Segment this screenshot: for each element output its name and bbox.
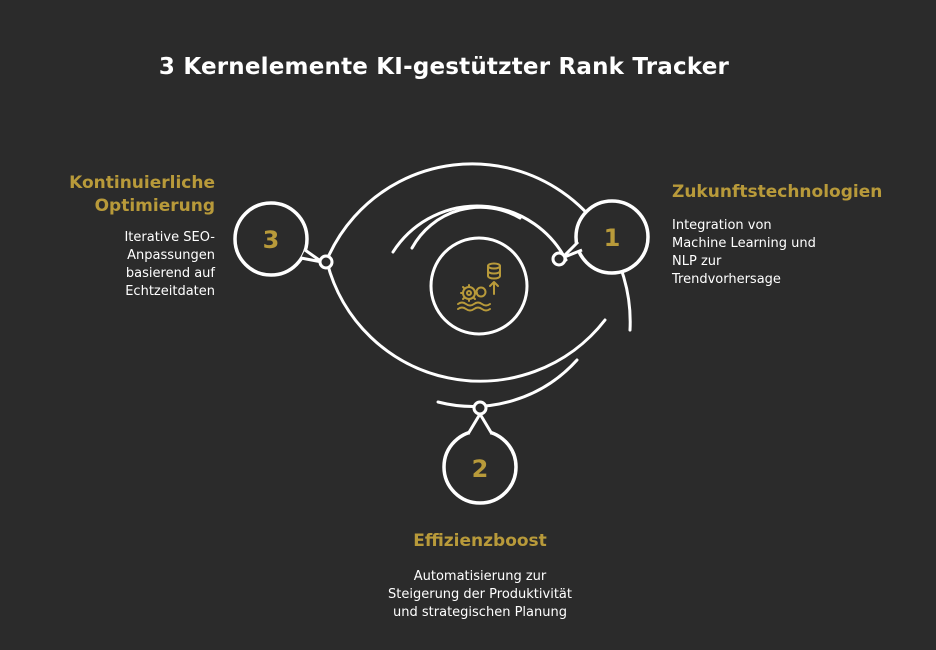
item-3-description-line: Echtzeitdaten [125, 284, 215, 299]
item-2-description-line: Steigerung der Produktivität [388, 587, 572, 602]
item-1-description-line: Machine Learning und [672, 236, 816, 251]
item-3-heading: Kontinuierliche Optimierung [40, 172, 215, 218]
badge-2-number: 2 [472, 455, 489, 483]
item-1-description: Integration von Machine Learning und NLP… [672, 217, 862, 289]
item-1-description-line: Trendvorhersage [672, 272, 781, 287]
item-3-description-line: Anpassungen [127, 248, 215, 263]
inner-circle [429, 236, 529, 336]
cogs-water-database-upload-icon [457, 262, 501, 312]
item-3-description-line: basierend auf [125, 266, 215, 281]
badge-3: 3 [233, 201, 334, 277]
diagram-title: 3 Kernelemente KI-gestützter Rank Tracke… [158, 54, 730, 80]
orbit-arc-bottom [436, 358, 579, 408]
item-3-heading-line: Optimierung [94, 196, 215, 216]
badge-1-circle [574, 199, 650, 275]
item-2-heading: Effizienzboost [413, 531, 547, 551]
item-2-description: Automatisierung zur Steigerung der Produ… [340, 568, 620, 622]
item-1-description-line: Integration von [672, 218, 772, 233]
item-1-heading: Zukunftstechnologien [672, 182, 883, 202]
item-3-heading-line: Kontinuierliche [69, 173, 215, 193]
item-1-description-line: NLP zur [672, 254, 722, 269]
item-2-description-line: und strategischen Planung [393, 605, 567, 620]
badge-3-number: 3 [263, 226, 280, 254]
node-3 [318, 254, 334, 270]
badge-1-number: 1 [604, 224, 621, 252]
node-1 [551, 251, 567, 267]
badge-2: 2 [442, 400, 518, 505]
item-3-description-line: Iterative SEO- [124, 230, 215, 245]
badge-3-circle [233, 201, 309, 277]
orbit-arc-left [325, 260, 607, 383]
node-2 [472, 400, 488, 416]
orbit-arc-inner [410, 205, 522, 250]
badge-1: 1 [551, 199, 650, 275]
orbit-arc-1 [391, 204, 568, 262]
item-3-description: Iterative SEO- Anpassungen basierend auf… [70, 229, 215, 301]
item-2-description-line: Automatisierung zur [413, 569, 547, 584]
